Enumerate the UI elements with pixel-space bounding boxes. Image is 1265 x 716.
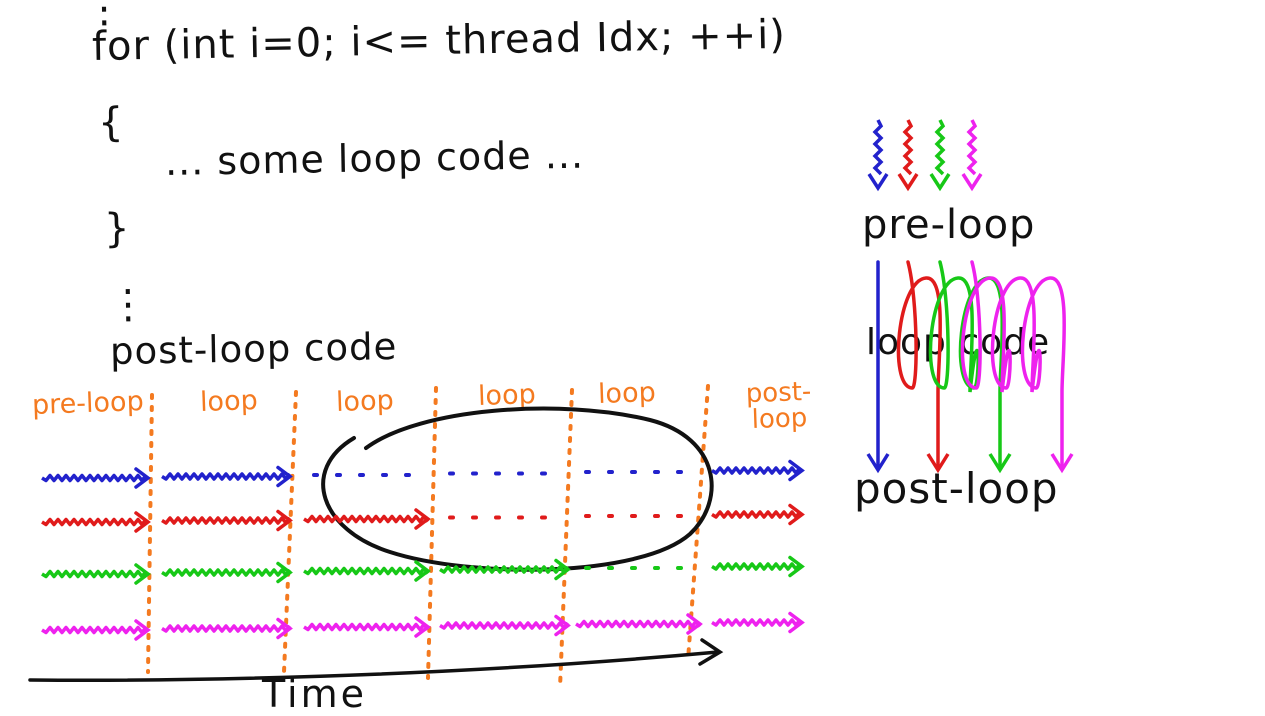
thread-lane-4 — [41, 611, 805, 641]
thread-3-arrowhead-3 — [554, 558, 571, 581]
thread-2-arrowhead-0 — [134, 511, 151, 533]
thread-3-pre-loop-flow — [934, 119, 946, 176]
thread-2-work-segment-2 — [303, 514, 430, 524]
time-axis-arrowhead — [698, 638, 724, 666]
thread-1-arrowhead-1 — [276, 465, 293, 488]
thread-1-arrowhead-5 — [788, 459, 805, 482]
thread-2-work-segment-1 — [161, 516, 292, 525]
side-label-post-loop: post-loop — [854, 464, 1059, 513]
thread-4-work-segment-4 — [575, 619, 702, 629]
thread-1-work-segment-5 — [711, 466, 802, 475]
divider-3 — [426, 386, 438, 680]
thread-2-work-segment-0 — [41, 517, 148, 527]
thread-3-post-loop-arrowhead — [988, 453, 1012, 474]
divider-2 — [282, 390, 298, 674]
thread-4-work-segment-3 — [439, 621, 570, 630]
thread-4-arrowhead-3 — [554, 614, 571, 637]
thread-lane-3 — [41, 555, 805, 585]
thread-2-pre-loop-arrowhead — [897, 173, 919, 192]
thread-2-arrowhead-2 — [414, 508, 431, 530]
idle-threads-ellipse — [321, 406, 714, 572]
divider-4 — [558, 388, 574, 690]
thread-3-loop-flow — [928, 260, 1004, 470]
thread-lane-1 — [41, 459, 805, 489]
thread-3-arrowhead-2 — [414, 560, 431, 582]
thread-2-loop-flow — [896, 260, 942, 470]
thread-4-work-segment-1 — [161, 624, 292, 633]
thread-1-work-segment-1 — [161, 472, 292, 481]
thread-3-work-segment-2 — [303, 566, 430, 576]
thread-1-post-loop-arrowhead — [866, 453, 890, 474]
thread-flow-4 — [960, 119, 1074, 474]
divider-1 — [146, 393, 154, 674]
segment-dividers — [146, 384, 710, 690]
thread-lane-2 — [41, 503, 805, 533]
thread-3-arrowhead-0 — [134, 563, 151, 585]
thread-4-pre-loop-arrowhead — [961, 173, 983, 192]
thread-1-pre-loop-arrowhead — [867, 173, 889, 192]
thread-flow-diagram — [866, 119, 1074, 474]
thread-flow-3 — [928, 119, 1012, 474]
thread-3-arrowhead-5 — [788, 555, 805, 578]
thread-2-arrowhead-1 — [276, 509, 293, 532]
thread-4-loop-flow — [960, 260, 1066, 470]
thread-3-pre-loop-arrowhead — [929, 173, 951, 192]
thread-lanes — [41, 459, 805, 641]
thread-3-work-segment-0 — [41, 569, 148, 579]
thread-4-arrowhead-5 — [788, 611, 805, 634]
thread-2-arrowhead-5 — [788, 503, 805, 526]
thread-2-post-loop-arrowhead — [926, 453, 950, 474]
thread-3-work-segment-3 — [439, 565, 570, 574]
side-label-pre-loop: pre-loop — [862, 202, 1036, 248]
thread-4-work-segment-2 — [303, 622, 430, 632]
thread-4-work-segment-0 — [41, 625, 148, 635]
time-axis-arrow — [28, 650, 720, 682]
thread-1-arrowhead-0 — [134, 467, 151, 489]
thread-2-work-segment-5 — [711, 510, 802, 519]
thread-4-pre-loop-flow — [966, 119, 978, 176]
thread-4-post-loop-arrowhead — [1050, 453, 1074, 474]
thread-4-arrowhead-2 — [414, 616, 431, 638]
thread-4-arrowhead-1 — [276, 617, 293, 640]
thread-3-work-segment-5 — [711, 562, 802, 571]
thread-3-arrowhead-1 — [276, 561, 293, 584]
thread-flow-2 — [896, 119, 950, 474]
thread-flow-1 — [866, 119, 890, 474]
thread-1-pre-loop-flow — [872, 119, 884, 176]
divider-5 — [686, 384, 710, 662]
time-axis-label: Time — [262, 672, 367, 716]
thread-3-work-segment-1 — [161, 568, 292, 577]
thread-2-pre-loop-flow — [902, 119, 914, 176]
thread-4-work-segment-5 — [711, 618, 802, 627]
thread-4-arrowhead-4 — [686, 613, 703, 635]
thread-4-arrowhead-0 — [134, 619, 151, 641]
side-label-loop-code: loop code — [866, 322, 1051, 363]
thread-1-work-segment-0 — [41, 473, 148, 483]
